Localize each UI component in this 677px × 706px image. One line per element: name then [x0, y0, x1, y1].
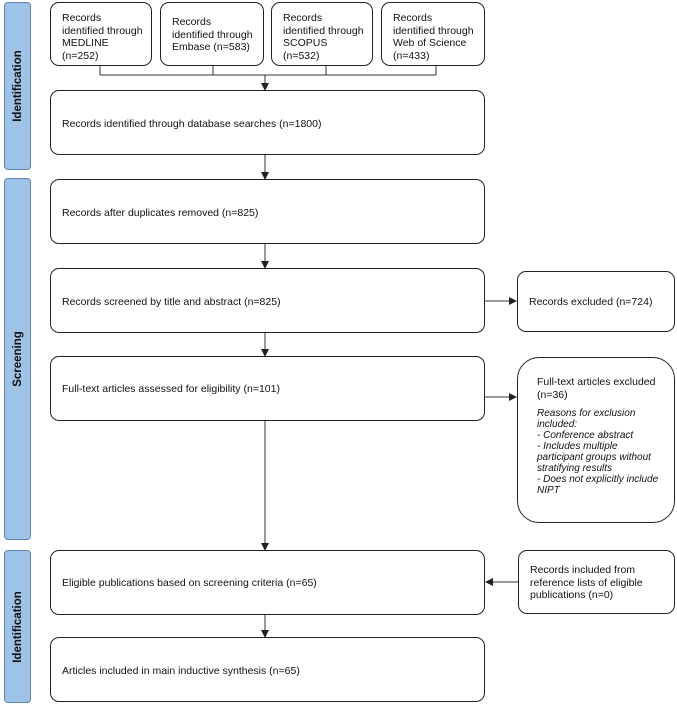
source-line: (n=532): [283, 49, 320, 62]
reference-lists-box: Records included from reference lists of…: [518, 550, 675, 614]
fulltext-assessment-box: Full-text articles assessed for eligibil…: [50, 356, 485, 421]
box-text: Eligible publications based on screening…: [62, 577, 317, 589]
box-text: Records included from reference lists of…: [530, 564, 643, 601]
source-line: Web of Science: [393, 37, 467, 49]
database-search-box: Records identified through database sear…: [50, 90, 485, 155]
lane-screening: Screening: [4, 178, 31, 540]
title-abstract-screening-box: Records screened by title and abstract (…: [50, 268, 485, 333]
source-line: Records: [283, 12, 323, 24]
source-line: (n=433): [393, 49, 430, 62]
eligible-publications-box: Eligible publications based on screening…: [50, 550, 485, 615]
source-line: Records: [393, 12, 433, 24]
reasons-heading: Reasons for exclusion included:: [537, 408, 636, 430]
source-box-embase: Records identified through Embase (n=583…: [160, 2, 264, 66]
source-line: identified through: [62, 24, 143, 37]
box-text: Records after duplicates removed (n=825): [62, 207, 259, 219]
source-box-medline: Records identified through MEDLINE (n=25…: [50, 2, 152, 66]
source-line: identified through: [393, 24, 474, 37]
source-line: identified through: [283, 24, 364, 37]
source-line: identified through: [172, 28, 253, 41]
source-line: Embase (n=583): [172, 41, 250, 53]
reason-item: - Does not explicitly include NIPT: [537, 474, 659, 496]
box-text: Records excluded (n=724): [529, 296, 653, 308]
source-line: MEDLINE: [62, 37, 109, 49]
source-box-web-of-science: Records identified through Web of Scienc…: [381, 2, 485, 66]
lane-identification-top: Identification: [4, 2, 31, 170]
box-text: Records identified through database sear…: [62, 118, 322, 130]
fulltext-excluded-box: Full-text articles excluded (n=36) Reaso…: [517, 357, 675, 523]
source-line: SCOPUS: [283, 37, 328, 49]
reason-item: - Includes multiple participant groups w…: [537, 441, 651, 474]
box-text: Articles included in main inductive synt…: [62, 665, 300, 677]
lane-identification-bottom: Identification: [4, 550, 31, 703]
records-excluded-box: Records excluded (n=724): [517, 271, 675, 332]
source-line: Records: [172, 16, 212, 28]
source-box-scopus: Records identified through SCOPUS (n=532…: [271, 2, 373, 66]
box-text: Full-text articles assessed for eligibil…: [62, 383, 280, 395]
included-synthesis-box: Articles included in main inductive synt…: [50, 637, 485, 702]
source-line: (n=252): [62, 49, 99, 62]
box-title: Full-text articles excluded (n=36): [537, 376, 656, 401]
source-line: Records: [62, 12, 102, 24]
reason-item: - Conference abstract: [537, 430, 634, 441]
duplicates-removed-box: Records after duplicates removed (n=825): [50, 179, 485, 244]
box-text: Records screened by title and abstract (…: [62, 296, 281, 308]
